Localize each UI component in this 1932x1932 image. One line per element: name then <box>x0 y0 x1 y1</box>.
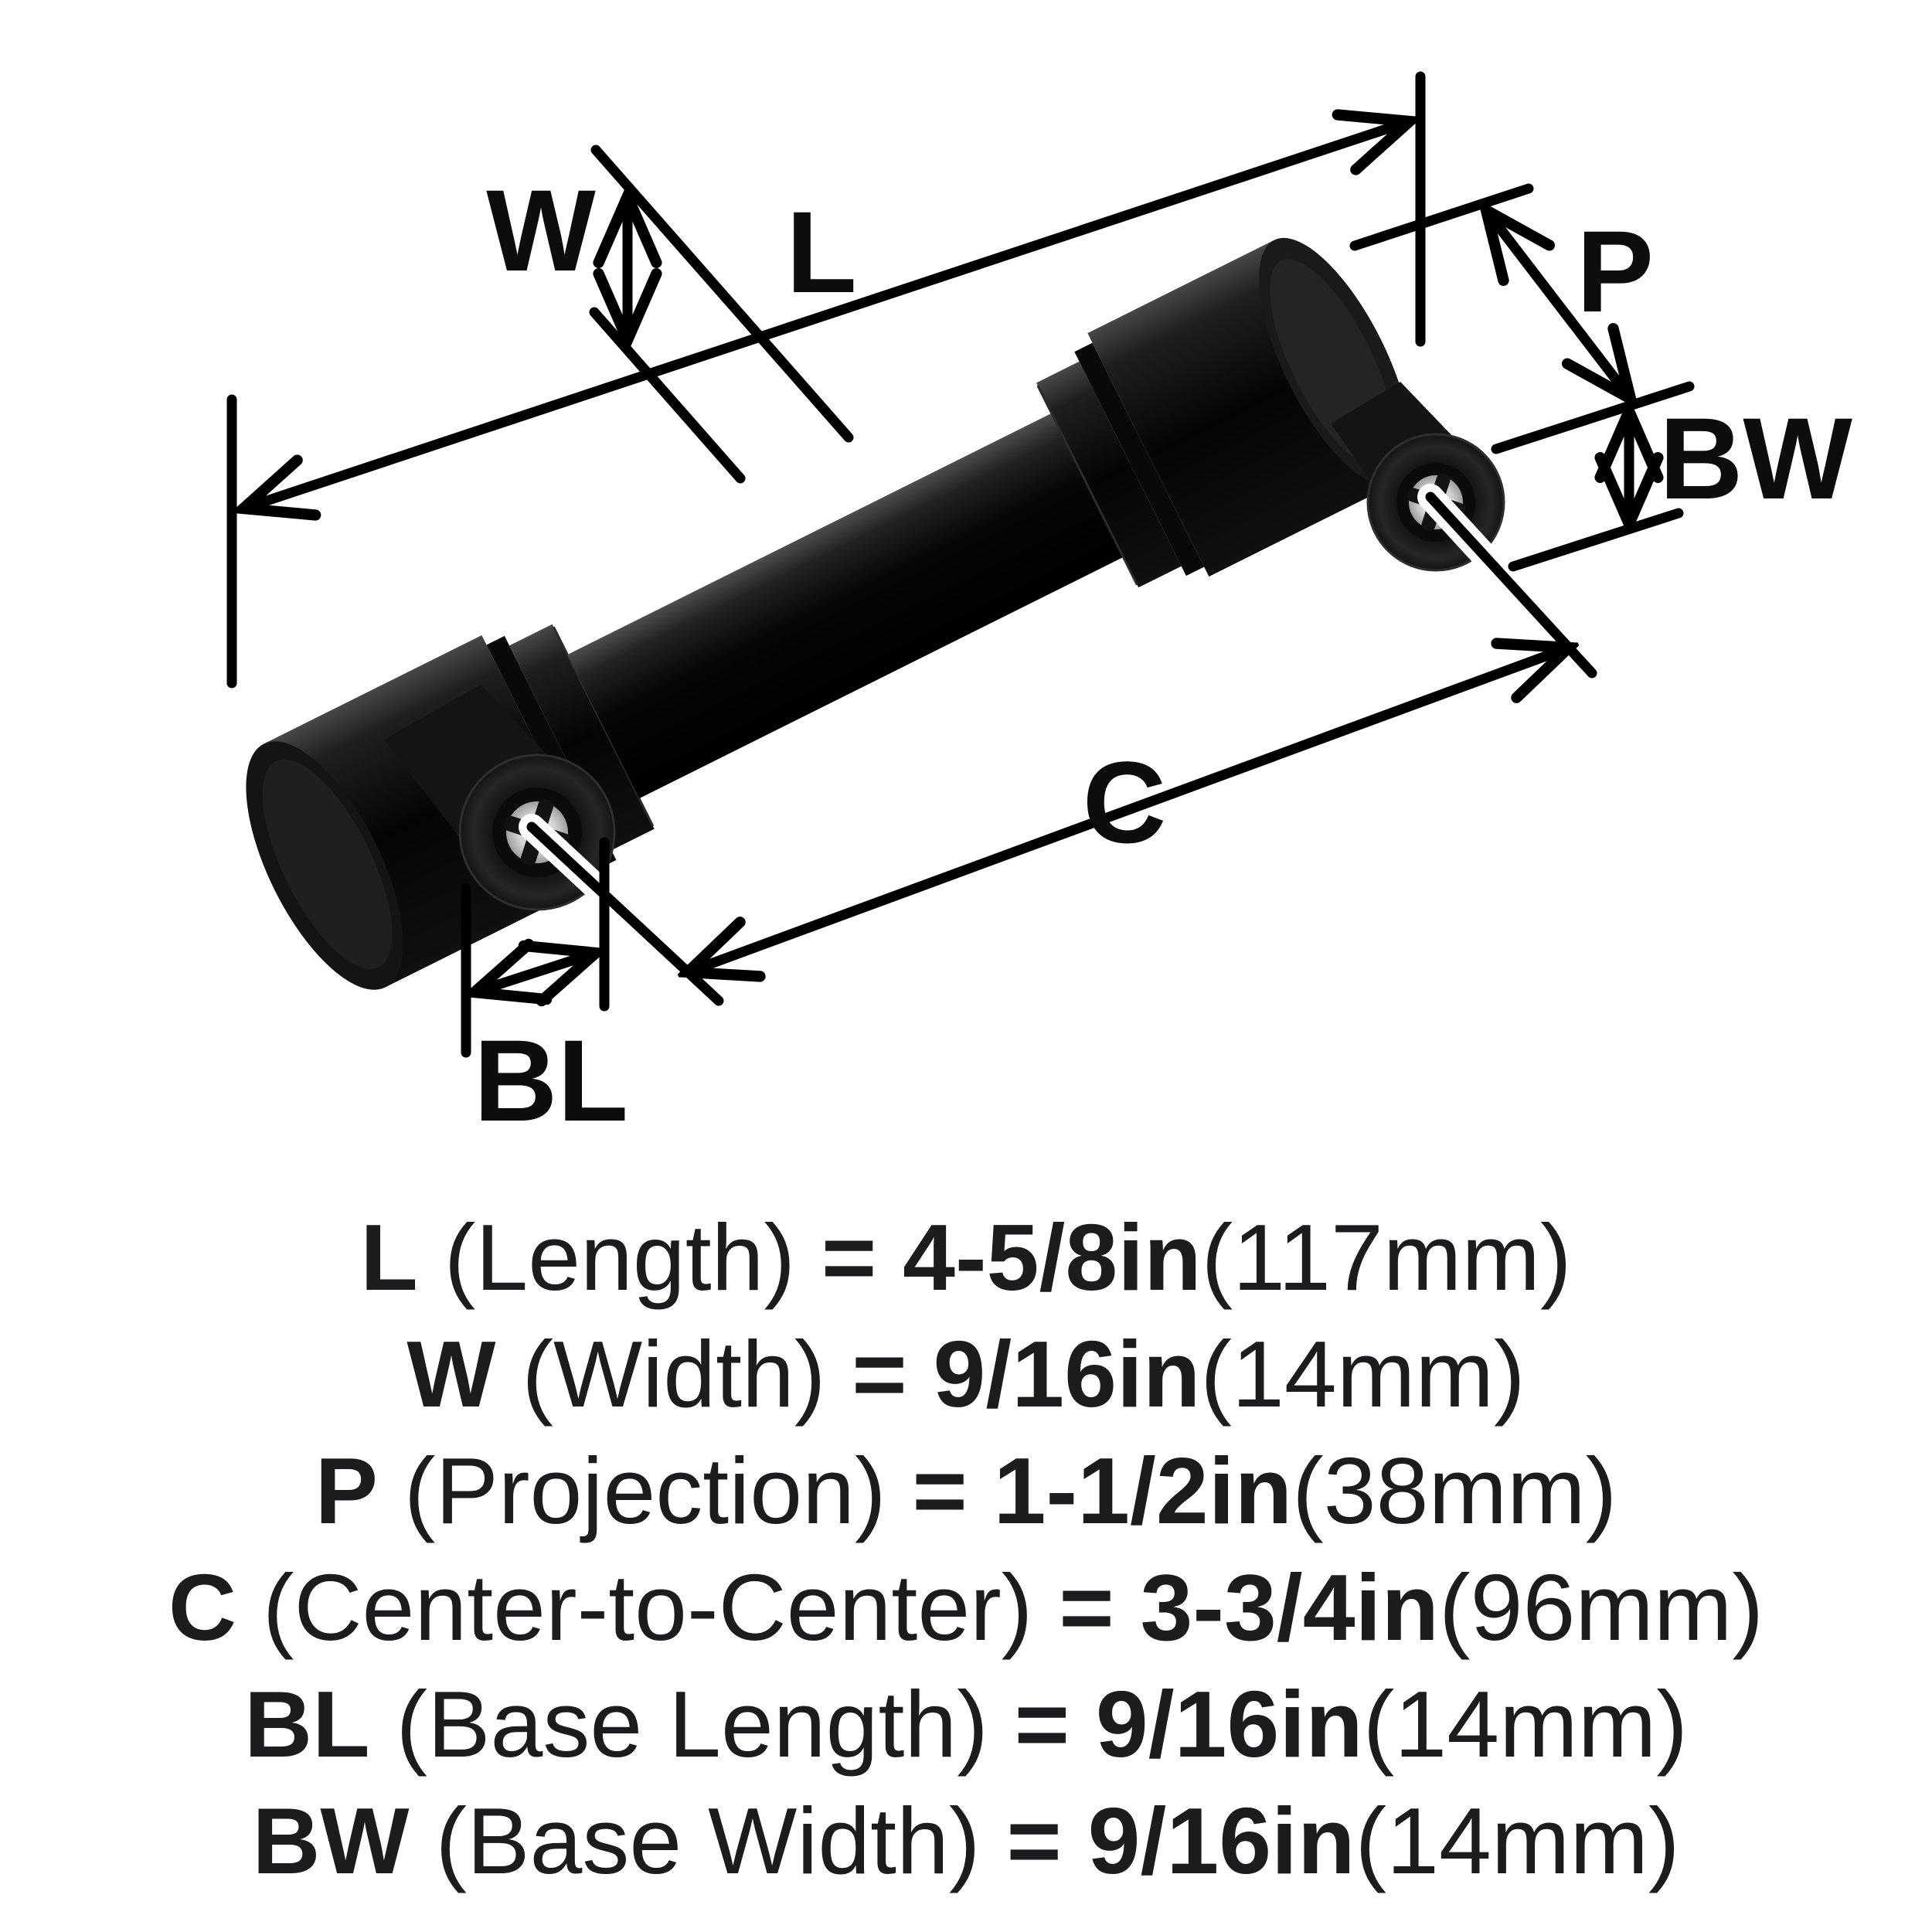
spec-value: = 4-5/8in <box>821 1205 1202 1310</box>
spec-name: (Length) <box>417 1205 822 1310</box>
spec-name: (Width) <box>495 1321 852 1427</box>
spec-name: (Base Length) <box>369 1672 1015 1777</box>
witness-line-bw-lower <box>1508 508 1684 572</box>
spec-row-width: W (Width) = 9/16in(14mm) <box>406 1316 1525 1433</box>
dim-label-l: L <box>786 187 857 317</box>
spec-name: (Center-to-Center) <box>236 1555 1060 1660</box>
spec-value: = 3-3/4in <box>1059 1555 1439 1660</box>
dim-label-w: W <box>486 165 596 295</box>
left-collar <box>509 624 655 851</box>
spec-metric: (117mm) <box>1201 1205 1572 1310</box>
handle-bar <box>567 413 1124 799</box>
spec-value: = 1-1/2in <box>912 1438 1293 1543</box>
spec-code: L <box>360 1205 418 1310</box>
left-end-cap-face-bevel <box>262 759 393 969</box>
spec-metric: (14mm) <box>1362 1672 1689 1777</box>
spec-metric: (14mm) <box>1355 1788 1680 1893</box>
dim-line-l <box>243 121 1410 509</box>
witness-line-w-lower <box>589 307 746 484</box>
witness-line-p-upper <box>1349 183 1534 251</box>
dim-line-p <box>1486 210 1631 399</box>
spec-code: BW <box>252 1788 410 1893</box>
dim-label-bl: BL <box>474 1015 628 1145</box>
spec-code: W <box>406 1321 496 1427</box>
dim-label-p: P <box>1577 206 1654 336</box>
spec-name: (Base Width) <box>409 1788 1007 1893</box>
dim-line-c <box>688 648 1569 972</box>
spec-code: C <box>168 1555 236 1660</box>
spec-metric: (14mm) <box>1200 1321 1526 1427</box>
spec-row-length: L (Length) = 4-5/8in(117mm) <box>360 1199 1571 1316</box>
spec-row-base-width: BW (Base Width) = 9/16in(14mm) <box>252 1783 1679 1900</box>
dim-label-c: C <box>1083 737 1166 867</box>
spec-name: (Projection) <box>377 1438 913 1543</box>
witness-line-bw-upper <box>1491 381 1695 454</box>
spec-value: = 9/16in <box>1014 1672 1363 1777</box>
spec-metric: (38mm) <box>1292 1438 1617 1543</box>
spec-code: BL <box>243 1672 370 1777</box>
spec-row-base-length: BL (Base Length) = 9/16in(14mm) <box>244 1666 1688 1783</box>
spec-legend: L (Length) = 4-5/8in(117mm) W (Width) = … <box>0 1199 1932 1900</box>
spec-metric: (96mm) <box>1438 1555 1764 1660</box>
handle-pull <box>246 237 1411 990</box>
spec-code: P <box>315 1438 378 1543</box>
spec-row-projection: P (Projection) = 1-1/2in(38mm) <box>315 1433 1617 1549</box>
spec-value: = 9/16in <box>1006 1788 1355 1893</box>
spec-row-center-to-center: C (Center-to-Center) = 3-3/4in(96mm) <box>168 1549 1764 1666</box>
dim-label-bw: BW <box>1659 393 1852 523</box>
spec-value: = 9/16in <box>852 1321 1201 1427</box>
dim-line-bl <box>474 953 596 992</box>
